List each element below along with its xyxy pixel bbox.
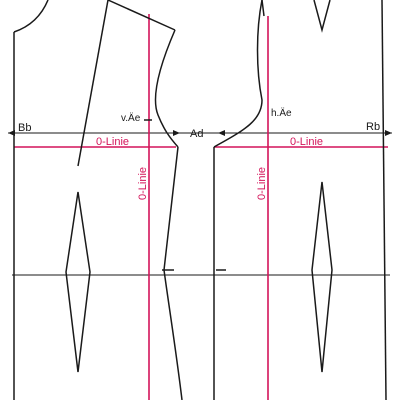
chest-guide [8,130,392,136]
front-neckline [13,0,49,33]
back-armhole-mark-label: h.Äe [271,107,292,119]
front-piece [13,0,183,400]
front-shoulder-line [107,0,176,31]
front-lapel-edge [77,0,109,167]
arrow-center-right-icon [218,130,225,136]
back-piece [213,0,387,400]
front-armhole [154,29,179,148]
back-shoulder-start [261,0,265,17]
back-armhole [213,0,263,148]
front-dart [65,191,91,373]
back-zero-line-vertical-label: 0-Linie [256,167,268,200]
front-side-seam [163,146,183,400]
bb-label: Bb [18,122,31,134]
zero-lines [14,14,388,400]
back-center-edge [381,0,387,400]
front-armhole-mark-label: v.Äe [121,112,141,124]
arrow-center-left-icon [173,130,180,136]
back-dart [311,181,333,373]
arrow-right-icon [385,130,392,136]
ad-label: Ad [190,128,203,140]
back-zero-line-label: 0-Linie [290,136,323,148]
front-zero-line-vertical-label: 0-Linie [137,167,149,200]
front-zero-line-label: 0-Linie [96,136,129,148]
back-shoulder-dart [313,0,331,33]
rb-label: Rb [366,121,380,133]
